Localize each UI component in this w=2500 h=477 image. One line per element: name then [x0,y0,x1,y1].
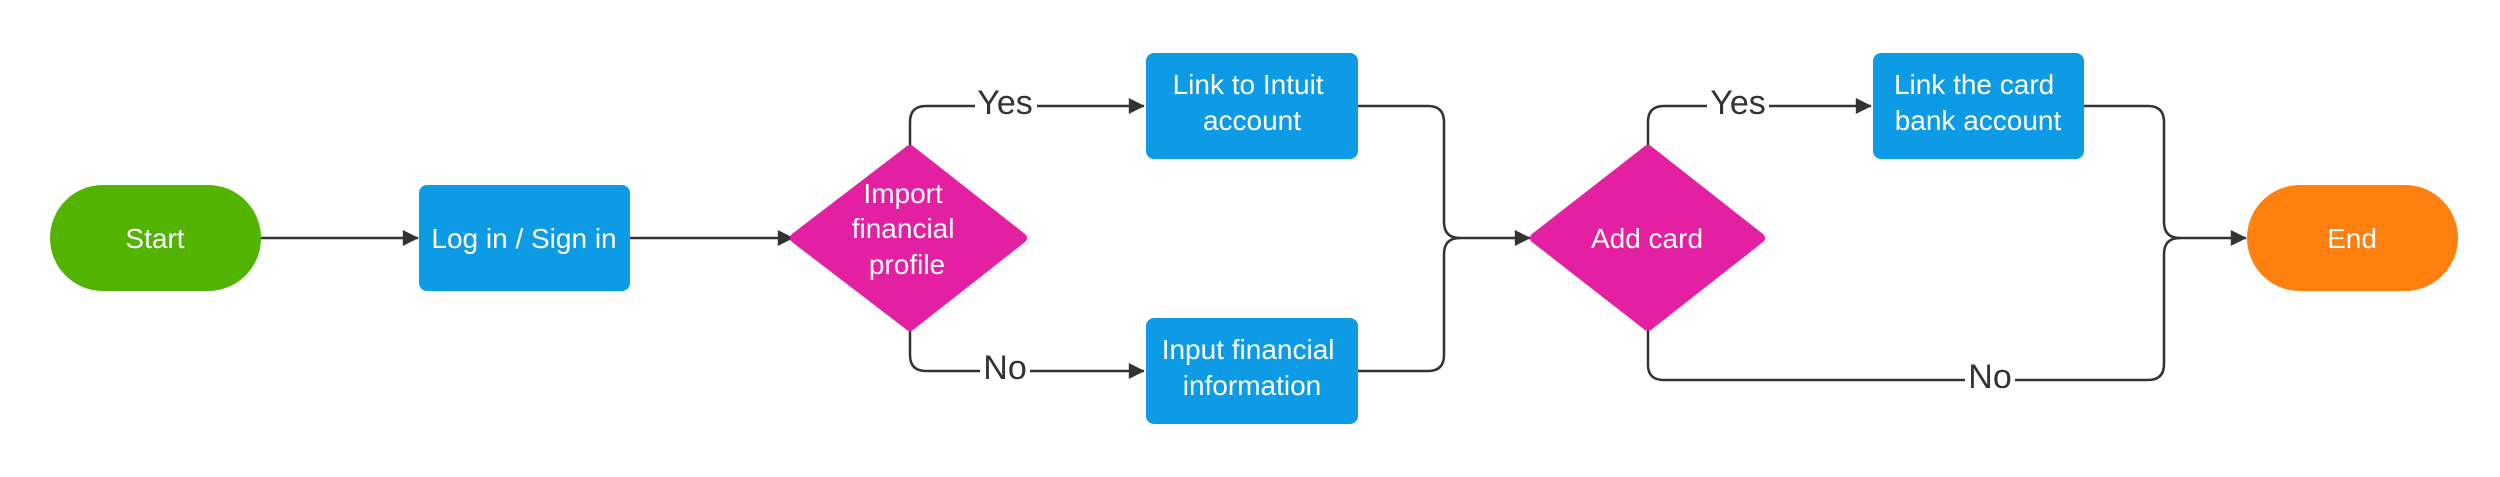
add-card-decision-diamond [1530,145,1765,331]
edges [260,98,2247,382]
import-decision-label: Import financial profile [852,178,963,280]
node-start: Start [50,185,261,291]
add-card-label-line-1: Add card [1591,223,1703,254]
edge-input-to-merge [1358,236,1461,373]
node-link-card: Link the card bank account [1873,53,2084,159]
edge-label-import-no: No [983,349,1026,387]
node-input-financial: Input financial information [1146,318,1358,424]
link-intuit-label-line-1: Link to Intuit [1173,69,1324,100]
edge-label-card-no: No [1968,358,2011,396]
import-label-line-3: profile [869,249,945,280]
edge-card-yes [1646,98,1872,150]
start-label: Start [125,223,184,254]
start-terminal-shape [50,185,261,291]
edge-labels: Yes No Yes No [975,84,2015,398]
edge-import-yes [908,98,1145,150]
node-login: Log in / Sign in [419,185,630,291]
node-import-decision: Import financial profile [790,145,1027,331]
link-intuit-process-box [1146,53,1358,159]
end-terminal-shape [2247,185,2458,291]
import-label-line-2: financial [852,213,955,244]
add-card-label: Add card [1591,223,1703,254]
edge-intuit-to-merge [1358,104,1461,240]
node-link-intuit: Link to Intuit account [1146,53,1358,159]
link-intuit-label-line-2: account [1203,105,1301,136]
link-card-process-box [1873,53,2084,159]
import-decision-diamond [790,145,1027,331]
input-financial-label: Input financial information [1162,334,1343,401]
start-label-line-1: Start [125,223,184,254]
link-intuit-label: Link to Intuit account [1173,69,1332,136]
node-end: End [2247,185,2458,291]
edge-import-no [908,326,1145,379]
link-card-label-line-2: bank account [1895,105,2062,136]
end-label-line-1: End [2327,223,2377,254]
edge-label-card-yes: Yes [1710,84,1765,122]
edge-label-import-yes: Yes [977,84,1032,122]
edge-card-no [1646,236,2181,382]
input-financial-label-line-2: information [1183,370,1322,401]
input-financial-process-box [1146,318,1358,424]
end-label: End [2327,223,2377,254]
login-label: Log in / Sign in [431,223,616,254]
node-add-card-decision: Add card [1530,145,1765,331]
link-card-label-line-1: Link the card [1894,69,2054,100]
login-process-box [419,185,630,291]
link-card-label: Link the card bank account [1894,69,2062,136]
edge-linkcard-to-merge [2084,104,2181,240]
input-financial-label-line-1: Input financial [1162,334,1335,365]
import-label-line-1: Import [863,178,943,209]
login-label-line-1: Log in / Sign in [431,223,616,254]
